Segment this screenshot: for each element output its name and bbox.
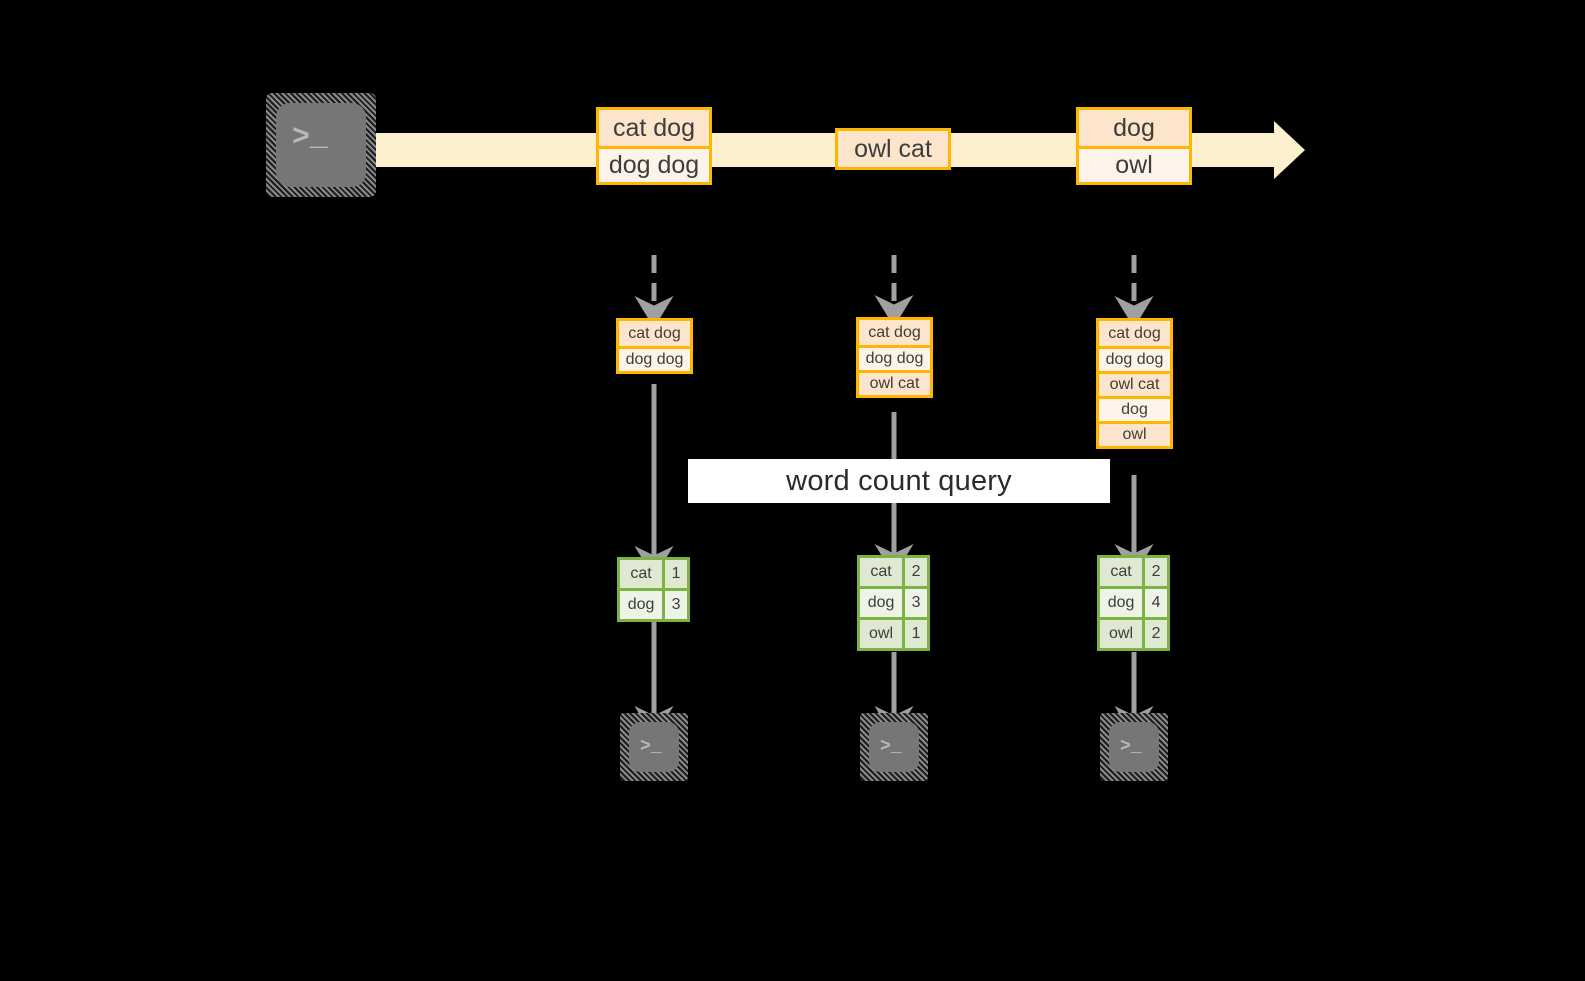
result-word: dog [620, 591, 663, 619]
result-word: dog [1100, 589, 1143, 617]
snapshot-3-result-table[interactable]: cat 2 dog 4 owl 2 [1097, 555, 1170, 651]
result-row: dog 4 [1100, 586, 1167, 617]
terminal-screen: >_ [629, 722, 679, 772]
input-row: cat dog [619, 321, 690, 346]
sink-terminal-icon-2[interactable]: >_ [860, 713, 928, 781]
result-count: 2 [902, 558, 927, 586]
input-row: dog [1099, 396, 1170, 421]
snapshot-1-input-table[interactable]: cat dog dog dog [616, 318, 693, 374]
snapshot-3-input-table[interactable]: cat dog dog dog owl cat dog owl [1096, 318, 1173, 449]
stream-record: dog dog [599, 146, 709, 182]
terminal-screen: >_ [276, 103, 366, 187]
result-count: 2 [1142, 558, 1167, 586]
terminal-prompt-glyph: >_ [880, 737, 902, 757]
result-count: 1 [662, 560, 687, 588]
terminal-prompt-glyph: >_ [1120, 737, 1142, 757]
source-terminal-icon[interactable]: >_ [266, 93, 376, 197]
result-row: owl 1 [860, 617, 927, 648]
result-word: cat [1100, 558, 1143, 586]
input-row: cat dog [1099, 321, 1170, 346]
sink-terminal-icon-1[interactable]: >_ [620, 713, 688, 781]
sink-terminal-icon-3[interactable]: >_ [1100, 713, 1168, 781]
result-row: dog 3 [860, 586, 927, 617]
result-count: 2 [1142, 620, 1167, 648]
result-count: 4 [1142, 589, 1167, 617]
terminal-prompt-glyph: >_ [292, 121, 329, 155]
input-row: dog dog [1099, 346, 1170, 371]
result-word: cat [620, 560, 663, 588]
input-row: owl cat [859, 370, 930, 395]
snapshot-2-input-table[interactable]: cat dog dog dog owl cat [856, 317, 933, 398]
stream-batch-3[interactable]: dog owl [1076, 107, 1192, 185]
snapshot-1-result-table[interactable]: cat 1 dog 3 [617, 557, 690, 622]
terminal-screen: >_ [1109, 722, 1159, 772]
stream-batch-1[interactable]: cat dog dog dog [596, 107, 712, 185]
stream-record: cat dog [599, 110, 709, 146]
result-row: cat 2 [1100, 558, 1167, 586]
terminal-prompt-glyph: >_ [640, 737, 662, 757]
terminal-screen: >_ [869, 722, 919, 772]
result-row: cat 2 [860, 558, 927, 586]
stream-record: dog [1079, 110, 1189, 146]
input-row: owl [1099, 421, 1170, 446]
result-word: owl [1100, 620, 1143, 648]
result-row: dog 3 [620, 588, 687, 619]
input-row: cat dog [859, 320, 930, 345]
stream-batch-2[interactable]: owl cat [835, 128, 951, 170]
result-count: 1 [902, 620, 927, 648]
query-label-text: word count query [786, 464, 1012, 497]
result-word: dog [860, 589, 903, 617]
stream-record: owl cat [838, 131, 948, 167]
input-row: owl cat [1099, 371, 1170, 396]
snapshot-2-result-table[interactable]: cat 2 dog 3 owl 1 [857, 555, 930, 651]
result-count: 3 [662, 591, 687, 619]
query-label: word count query [688, 459, 1110, 503]
result-word: cat [860, 558, 903, 586]
result-row: cat 1 [620, 560, 687, 588]
input-row: dog dog [619, 346, 690, 371]
result-word: owl [860, 620, 903, 648]
stream-record: owl [1079, 146, 1189, 182]
result-count: 3 [902, 589, 927, 617]
input-stream-arrowhead [1274, 121, 1305, 179]
input-row: dog dog [859, 345, 930, 370]
result-row: owl 2 [1100, 617, 1167, 648]
